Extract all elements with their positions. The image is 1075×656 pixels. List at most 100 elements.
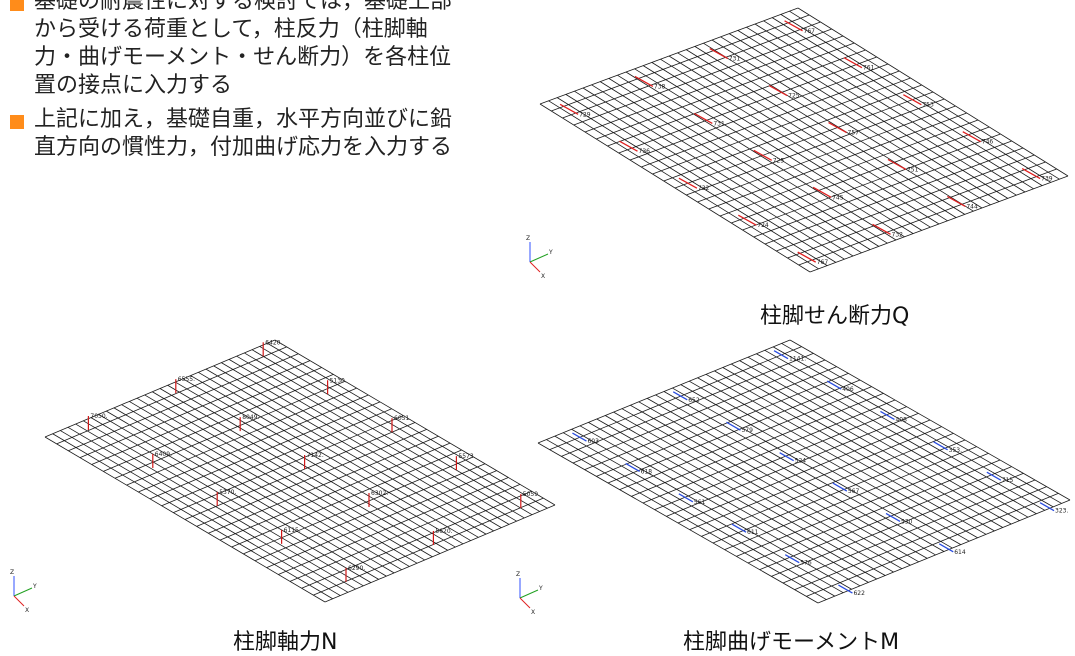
moment-grid-line bbox=[638, 401, 919, 563]
moment-grid-line bbox=[579, 425, 861, 587]
moment-arrow bbox=[572, 432, 587, 442]
shear-grid-line bbox=[728, 33, 1000, 202]
shear-arrow bbox=[768, 84, 788, 97]
moment-value-label: 611 bbox=[747, 529, 759, 536]
axial-value-label: 5620. bbox=[435, 528, 452, 535]
axis-z-label: Z bbox=[10, 569, 14, 576]
axial-value-label: 7050. bbox=[90, 413, 107, 420]
moment-value-label: 614 bbox=[954, 549, 966, 556]
bullet-item: 基礎の耐震性に対する検討では，基礎上部 から受ける荷重として，柱反力（柱脚軸 力… bbox=[8, 0, 528, 100]
shear-arrow bbox=[812, 186, 832, 198]
shear-arrow bbox=[903, 94, 922, 106]
axial-grid-line bbox=[221, 362, 502, 528]
axis-x-label: X bbox=[541, 273, 545, 280]
shear-grid-line bbox=[642, 65, 914, 234]
bullet-line: 直方向の慣性力，付加曲げ応力を入力する bbox=[34, 135, 453, 160]
axial-value-label: 6420. bbox=[265, 339, 282, 346]
axial-grid-line bbox=[159, 388, 441, 554]
axial-grid-line bbox=[198, 371, 479, 538]
shear-value-label: 725 bbox=[788, 93, 800, 100]
moment-value-label: 524 bbox=[795, 458, 807, 465]
axial-grid-line bbox=[167, 384, 448, 551]
axis-y-icon bbox=[519, 589, 539, 599]
axis-y-label: Y bbox=[548, 249, 553, 256]
axial-value-label: 7142. bbox=[307, 452, 324, 459]
axial-grid-line bbox=[75, 423, 356, 590]
axial-grid-line bbox=[44, 436, 326, 603]
axial-grid-line bbox=[129, 401, 410, 567]
axial-value-label: 5573. bbox=[458, 453, 475, 460]
shear-grid-line bbox=[574, 90, 845, 260]
shear-arrow bbox=[947, 195, 966, 208]
axial-grid-line bbox=[182, 378, 464, 545]
shear-grid-line bbox=[634, 68, 905, 238]
axis-x-label: X bbox=[531, 609, 535, 616]
shear-arrow bbox=[678, 177, 698, 189]
moment-value-label: 530 bbox=[901, 518, 913, 525]
axial-value-label: 6115. bbox=[284, 527, 301, 534]
shear-value-label: 744 bbox=[966, 203, 978, 210]
moment-grid-line bbox=[537, 442, 819, 604]
shear-grid-line bbox=[651, 62, 923, 231]
shear-arrow bbox=[797, 251, 817, 263]
axis-x-icon bbox=[13, 595, 25, 607]
shear-grid-line bbox=[677, 52, 948, 222]
moment-value-label: 579 bbox=[741, 427, 753, 434]
shear-value-label: 732 bbox=[698, 185, 710, 192]
shear-grid-line bbox=[771, 17, 1043, 186]
axis-y-label: Y bbox=[538, 585, 543, 592]
moment-value-label: 323. bbox=[1055, 508, 1068, 515]
axis-y-icon bbox=[13, 587, 33, 597]
shear-value-label: 767 bbox=[804, 28, 816, 35]
shear-value-label: 739 bbox=[1041, 176, 1053, 183]
bullet-text: 基礎の耐震性に対する検討では，基礎上部 から受ける荷重として，柱反力（柱脚軸 力… bbox=[34, 0, 452, 100]
axial-value-label: 5059. bbox=[523, 491, 540, 498]
shear-grid-line bbox=[763, 20, 1034, 190]
shear-arrow bbox=[1021, 168, 1041, 180]
moment-grid-line bbox=[596, 418, 877, 580]
shear-grid-line bbox=[746, 26, 1017, 196]
shear-grid-line bbox=[711, 39, 983, 209]
moment-grid-line bbox=[621, 408, 903, 570]
bullet-line: 上記に加え，基礎自重，水平方向並びに鉛 bbox=[34, 107, 453, 132]
axial-grid-line bbox=[144, 394, 425, 561]
shear-grid-line bbox=[582, 87, 854, 257]
moment-arrow bbox=[784, 554, 800, 564]
shear-arrow bbox=[962, 131, 982, 143]
shear-grid-line bbox=[565, 94, 837, 263]
moment-arrow bbox=[779, 452, 794, 462]
caption-axial-force: 柱脚軸力N bbox=[233, 630, 338, 655]
shear-arrow bbox=[619, 140, 638, 152]
axis-z-label: Z bbox=[516, 571, 520, 578]
axial-grid-line bbox=[152, 391, 433, 558]
caption-bending-moment: 柱脚曲げモーメントM bbox=[683, 630, 900, 655]
shear-arrow bbox=[709, 48, 729, 60]
orange-square-bullet-icon bbox=[10, 0, 24, 11]
moment-grid-line bbox=[672, 387, 953, 549]
axial-grid-line bbox=[121, 404, 402, 571]
moment-arrow bbox=[672, 391, 688, 401]
axial-grid-line bbox=[190, 375, 471, 541]
axial-grid-line bbox=[60, 430, 341, 596]
shear-grid-line bbox=[780, 14, 1052, 183]
moment-grid-line bbox=[663, 391, 945, 552]
axial-grid-line bbox=[259, 346, 540, 512]
moment-grid-line bbox=[546, 439, 827, 600]
axial-grid-line bbox=[236, 355, 517, 522]
shear-value-label: 731 bbox=[713, 120, 725, 127]
shear-value-label: 757 bbox=[848, 130, 860, 137]
axial-grid-line bbox=[136, 397, 418, 564]
axial-grid-line bbox=[267, 342, 548, 509]
axial-grid-line bbox=[228, 359, 510, 525]
axial-grid-line bbox=[106, 410, 387, 577]
shear-value-label: 745 bbox=[832, 194, 844, 201]
orange-square-bullet-icon bbox=[10, 115, 24, 129]
moment-value-label: 561 bbox=[694, 499, 706, 506]
moment-grid-line bbox=[764, 349, 1045, 511]
axial-value-label: 6051. bbox=[394, 415, 411, 422]
moment-arrow bbox=[885, 512, 901, 523]
shear-value-label: 753 bbox=[922, 102, 934, 109]
moment-grid-line bbox=[554, 435, 835, 597]
moment-arrow bbox=[678, 493, 694, 503]
shear-grid-line bbox=[625, 71, 897, 241]
